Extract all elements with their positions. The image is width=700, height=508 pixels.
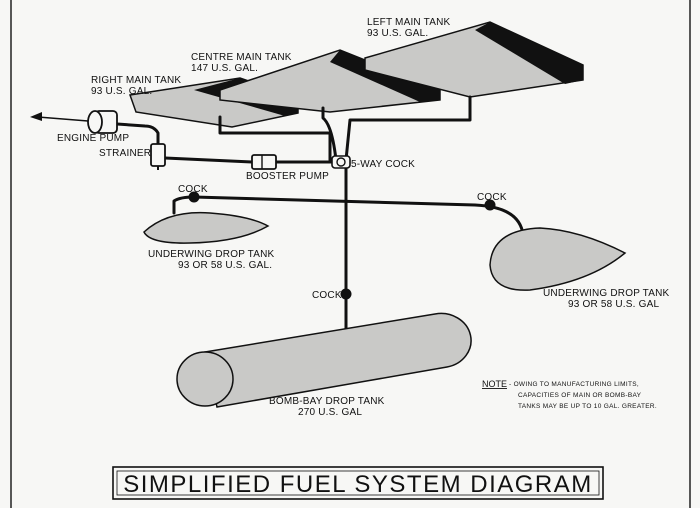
cock-valve-right xyxy=(484,199,496,211)
engine-pump-label: ENGINE PUMP xyxy=(57,133,129,144)
bomb-bay-drop-tank-capacity: 270 U.S. GAL xyxy=(298,407,362,418)
manufacturing-note: NOTE - OWING TO MANUFACTURING LIMITS, CA… xyxy=(482,379,657,410)
bomb-bay-drop-tank xyxy=(176,312,472,408)
left-main-tank-capacity: 93 U.S. GAL. xyxy=(367,28,428,39)
note-line-2: CAPACITIES OF MAIN OR BOMB-BAY xyxy=(518,392,642,399)
note-label: NOTE xyxy=(482,379,507,389)
diagram-title-box: SIMPLIFIED FUEL SYSTEM DIAGRAM xyxy=(112,466,604,500)
centre-main-tank-capacity: 147 U.S. GAL. xyxy=(191,63,258,74)
engine-outlet-arrow xyxy=(30,112,89,122)
underwing-drop-tank-left-capacity: 93 OR 58 U.S. GAL. xyxy=(178,260,272,271)
underwing-drop-tank-right-capacity: 93 OR 58 U.S. GAL xyxy=(568,299,659,310)
engine-pump xyxy=(87,110,118,134)
cock-label-bomb-bay: COCK xyxy=(312,290,342,301)
five-way-cock xyxy=(331,155,351,169)
underwing-drop-tank-right xyxy=(489,227,627,291)
bomb-bay-drop-tank-name: BOMB-BAY DROP TANK xyxy=(269,396,385,407)
underwing-drop-tank-left-name: UNDERWING DROP TANK xyxy=(148,249,275,260)
five-way-cock-label: 5-WAY COCK xyxy=(351,159,415,170)
underwing-drop-tank-right-name: UNDERWING DROP TANK xyxy=(543,288,670,299)
strainer-label: STRAINER xyxy=(99,148,151,159)
note-line-1: - OWING TO MANUFACTURING LIMITS, xyxy=(509,381,639,388)
right-main-tank-capacity: 93 U.S. GAL. xyxy=(91,86,152,97)
booster-pump xyxy=(251,154,277,170)
cock-valve-left xyxy=(188,191,200,203)
right-main-tank-name: RIGHT MAIN TANK xyxy=(91,75,181,86)
left-main-tank-name: LEFT MAIN TANK xyxy=(367,17,451,28)
fuel-lines xyxy=(115,95,525,337)
cock-valve-bomb-bay xyxy=(340,288,352,300)
diagram-title: SIMPLIFIED FUEL SYSTEM DIAGRAM xyxy=(123,471,593,498)
cock-label-right: COCK xyxy=(477,192,507,203)
note-line-3: TANKS MAY BE UP TO 10 GAL. GREATER. xyxy=(518,403,657,410)
underwing-drop-tank-left xyxy=(143,211,270,244)
strainer xyxy=(150,143,166,170)
left-main-tank xyxy=(364,21,584,98)
cock-label-left: COCK xyxy=(178,184,208,195)
centre-main-tank xyxy=(219,49,441,113)
booster-pump-label: BOOSTER PUMP xyxy=(246,171,329,182)
centre-main-tank-name: CENTRE MAIN TANK xyxy=(191,52,292,63)
